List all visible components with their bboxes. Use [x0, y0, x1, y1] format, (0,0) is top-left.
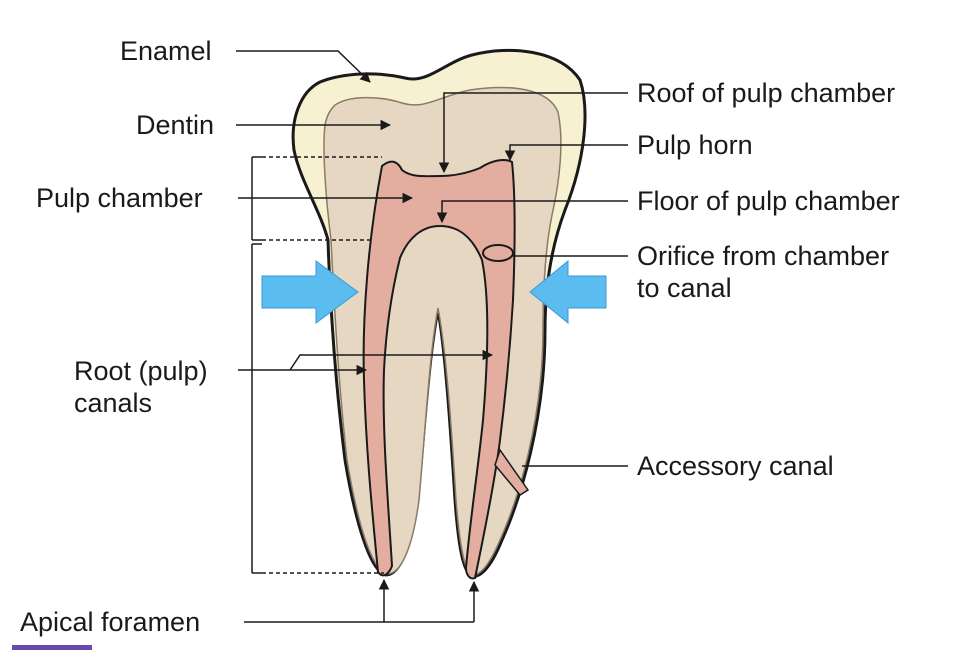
- root-canals-bracket: [251, 243, 384, 574]
- bottom-accent-bar: [12, 645, 92, 650]
- enamel-leader: [236, 50, 371, 83]
- label-enamel: Enamel: [120, 36, 212, 66]
- pulp-horn-leader: [504, 144, 628, 162]
- label-orifice-line2: to canal: [637, 273, 732, 303]
- accessory-canal: [494, 448, 530, 496]
- arrow-left-icon: [529, 259, 607, 325]
- label-dentin: Dentin: [136, 110, 215, 140]
- root-canals-leader-b: [289, 349, 494, 371]
- dentin-layer: [323, 86, 562, 576]
- floor-leader: [436, 200, 628, 224]
- label-pulp-horn: Pulp horn: [637, 130, 753, 160]
- label-pulp-chamber: Pulp chamber: [36, 183, 203, 213]
- roof-leader: [438, 92, 628, 174]
- label-floor-of-pulp-chamber: Floor of pulp chamber: [637, 186, 900, 216]
- pulp-chamber-and-canals: [362, 159, 516, 580]
- orifice-ellipse: [482, 244, 514, 262]
- arrow-right-icon: [261, 260, 359, 324]
- label-accessory-canal: Accessory canal: [637, 451, 834, 481]
- label-orifice: Orifice from chamber to canal: [637, 240, 889, 304]
- label-root-canals-line2: canals: [74, 388, 153, 418]
- label-apical-foramen: Apical foramen: [20, 607, 201, 637]
- label-orifice-line1: Orifice from chamber: [637, 241, 890, 271]
- label-root-canals-line1: Root (pulp): [74, 356, 208, 386]
- label-root-canals: Root (pulp) canals: [74, 355, 208, 419]
- label-roof-of-pulp-chamber: Roof of pulp chamber: [637, 78, 896, 108]
